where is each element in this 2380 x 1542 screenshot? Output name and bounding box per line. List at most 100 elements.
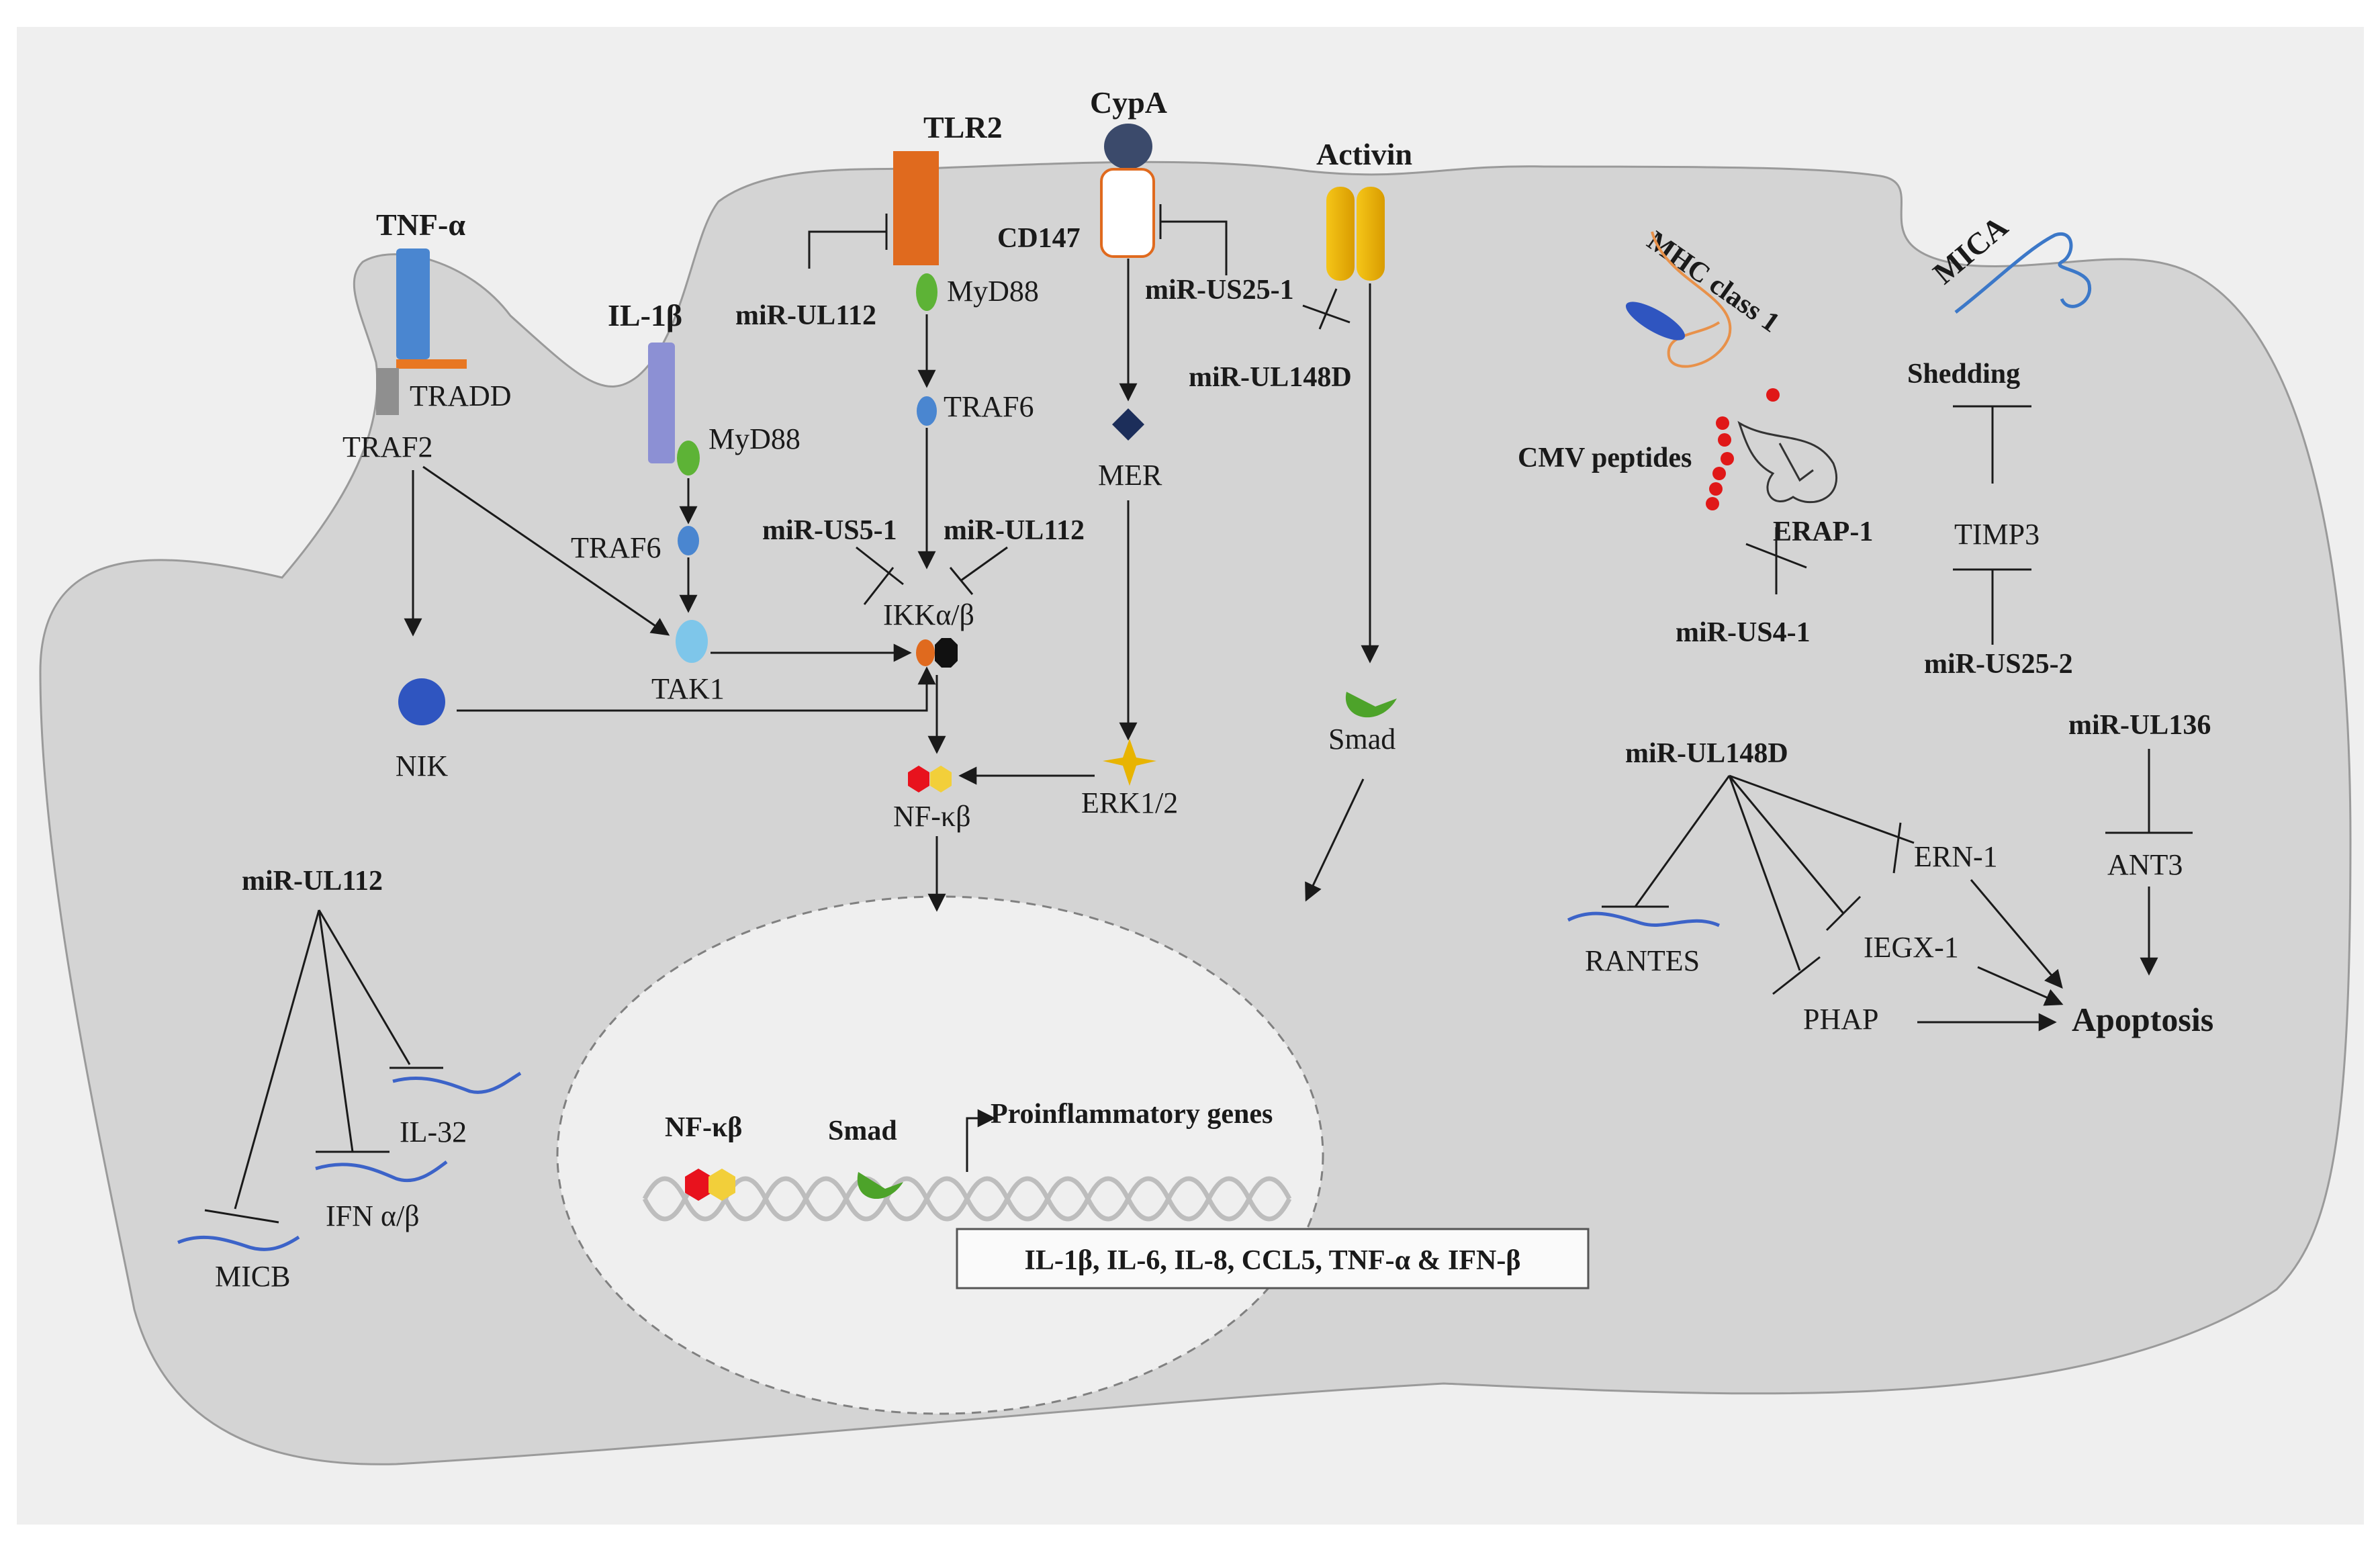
mir-us5-1-label: miR-US5-1: [762, 515, 897, 546]
nik-icon: [398, 678, 445, 725]
activin-label: Activin: [1316, 137, 1412, 171]
tak1-label: TAK1: [651, 672, 725, 705]
mir-ul112-tlr2-label: miR-UL112: [735, 300, 876, 331]
myd88-b-label: MyD88: [708, 422, 800, 455]
cypa-label: CypA: [1090, 85, 1167, 120]
ern1-label: ERN-1: [1914, 840, 1998, 873]
mir-ul112-tlr2-inhibition: [808, 230, 886, 269]
tlr2-label: TLR2: [923, 110, 1003, 144]
shedding-label: Shedding: [1907, 359, 2020, 390]
nfkb-label: NF-κβ: [893, 800, 970, 833]
traf6-b-icon: [678, 526, 699, 555]
timp3-label: TIMP3: [1954, 518, 2040, 551]
genes-title: Proinflammatory genes: [991, 1099, 1273, 1130]
ikk-alpha-icon: [916, 639, 935, 666]
ifn-label: IFN α/β: [326, 1199, 420, 1232]
erap1-fold: [1778, 443, 1814, 482]
il32-label: IL-32: [400, 1116, 467, 1148]
mir-ul148d-cd147-label: miR-UL148D: [1189, 362, 1352, 393]
cd147-label: CD147: [997, 223, 1081, 254]
traf6-a-label: TRAF6: [944, 390, 1034, 423]
il1b-label: IL-1β: [608, 298, 682, 332]
mir-us4-1-bar: [1745, 543, 1807, 569]
traf2-to-tak1-arrow: [422, 465, 670, 636]
iegx1-label: IEGX-1: [1864, 931, 1959, 964]
micb-bar: [204, 1209, 279, 1224]
ikk-label: IKKα/β: [883, 598, 974, 631]
mir-us25-1-label: miR-US25-1: [1145, 275, 1294, 306]
il1b-receptor: [648, 343, 675, 463]
nucleus-smad-icon: [857, 1172, 903, 1199]
myd88-b-icon: [677, 441, 700, 475]
mir-ul148d-inhibitions: [1634, 774, 1915, 971]
mer-icon: [1112, 408, 1144, 441]
mir-ul148d-cd147-bar: [1318, 288, 1338, 330]
micb-label: MICB: [215, 1260, 290, 1293]
nfkb-red-icon: [908, 766, 929, 792]
mir-ul112-ikk-label: miR-UL112: [944, 515, 1085, 546]
mica-chain: [1954, 232, 2092, 314]
mir-ul112-bottom-inhibitions: [234, 909, 411, 1210]
traf6-b-label: TRAF6: [571, 531, 661, 564]
mir-us25-1-cd147-inhibition: [1160, 220, 1228, 275]
tlr2-receptor: [893, 151, 939, 265]
nik-label: NIK: [396, 750, 448, 782]
mir-us5-1-inhibition: [856, 546, 904, 586]
tradd-label: TRADD: [410, 379, 512, 412]
ern1-to-apoptosis-arrow: [1970, 879, 2063, 989]
tradd-block: [376, 368, 399, 415]
nucleus-nfkb-yellow-icon: [708, 1169, 735, 1201]
genes-list: IL-1β, IL-6, IL-8, CCL5, TNF-α & IFN-β: [1025, 1245, 1521, 1276]
tnf-alpha-label: TNF-α: [376, 208, 465, 242]
mir-ul112-ikk-inhibition: [960, 546, 1008, 582]
mir-ul112-ikk-bar: [949, 567, 974, 595]
erap1-label: ERAP-1: [1773, 516, 1873, 547]
erap1-enzyme-icon: [1737, 420, 1838, 504]
ern1-bar: [1892, 822, 1902, 874]
ikk-beta-icon: [935, 638, 958, 668]
tnf-receptor: [396, 248, 430, 359]
mir-us5-1-bar: [863, 567, 895, 605]
tradd-bar: [396, 359, 467, 369]
smad-to-nucleus-arrow: [1305, 778, 1365, 902]
mer-label: MER: [1098, 459, 1162, 492]
ifn-mrna: [315, 1161, 448, 1183]
cmv-peptides-label: CMV peptides: [1518, 443, 1692, 473]
il32-mrna: [392, 1071, 522, 1094]
rantes-mrna: [1567, 911, 1721, 927]
genes-box: [956, 1228, 1590, 1289]
nucleus-nfkb-red-icon: [685, 1169, 712, 1201]
transcription-arrow: [966, 1109, 996, 1172]
mir-us25-2-label: miR-US25-2: [1924, 649, 2073, 680]
mir-ul136-label: miR-UL136: [2068, 710, 2211, 741]
mir-ul112-bottom-label: miR-UL112: [242, 866, 383, 897]
traf6-a-icon: [917, 396, 937, 426]
iegx1-to-apoptosis-arrow: [1977, 966, 2064, 1006]
myd88-a-icon: [916, 273, 937, 311]
nucleus: [556, 895, 1324, 1415]
apoptosis-label: Apoptosis: [2072, 1001, 2213, 1038]
micb-mrna: [177, 1235, 300, 1251]
nucleus-smad-label: Smad: [828, 1116, 897, 1146]
smad-label: Smad: [1328, 723, 1395, 756]
cd147-receptor: [1100, 168, 1155, 258]
nucleus-nfkb-label: NF-κβ: [665, 1112, 742, 1143]
mir-us4-1-label: miR-US4-1: [1676, 617, 1811, 648]
iegx1-bar: [1825, 895, 1862, 932]
mir-ul148d-label: miR-UL148D: [1625, 738, 1788, 769]
activin-receptor-a: [1326, 187, 1355, 281]
tak1-icon: [676, 620, 708, 663]
dna-helix: [642, 1176, 1292, 1222]
ant3-label: ANT3: [2107, 848, 2183, 881]
myd88-a-label: MyD88: [947, 275, 1039, 308]
beta2m-icon: [1625, 302, 1686, 341]
phap-bar: [1772, 956, 1821, 995]
erk-label: ERK1/2: [1081, 786, 1178, 819]
cypa-icon: [1104, 124, 1152, 169]
rantes-label: RANTES: [1585, 944, 1700, 977]
phap-label: PHAP: [1803, 1003, 1879, 1036]
traf2-label: TRAF2: [342, 430, 432, 463]
nfkb-yellow-icon: [930, 766, 952, 792]
